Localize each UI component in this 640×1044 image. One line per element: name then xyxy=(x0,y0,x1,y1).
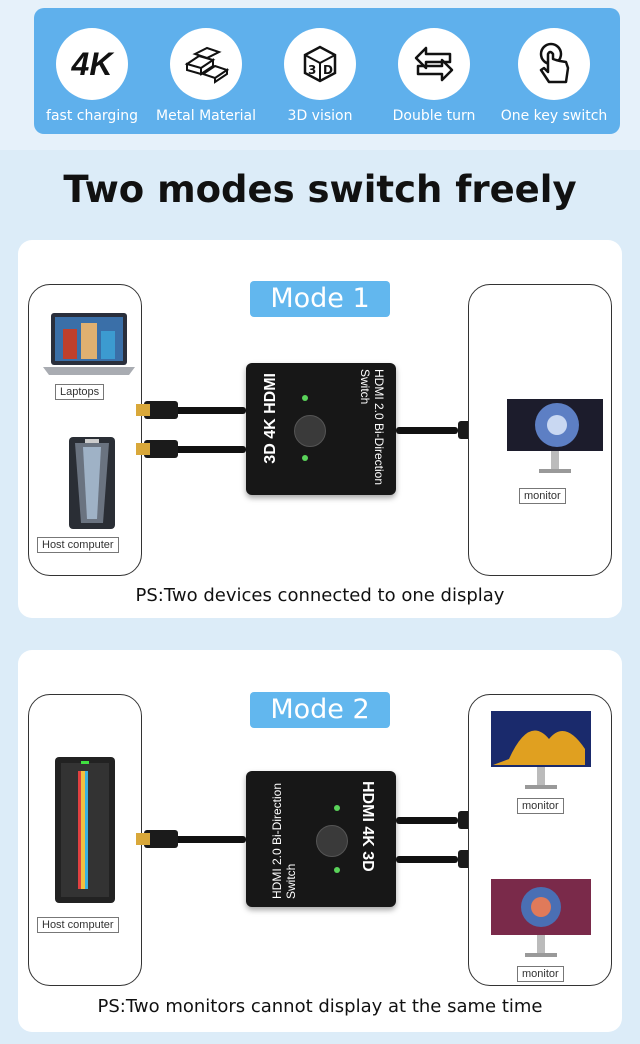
led-1 xyxy=(334,867,340,873)
mode1-card: Mode 1 Laptops Host computer HDMI 2.0 Bi… xyxy=(18,240,622,618)
feature-label: fast charging xyxy=(46,108,138,124)
mode2-card: Mode 2 Host computer HDMI 2.0 Bi-Directi… xyxy=(18,650,622,1032)
switch-button[interactable] xyxy=(294,415,326,447)
hdmi-plug-icon xyxy=(136,401,178,419)
double-arrow-icon xyxy=(398,28,470,100)
led-1 xyxy=(302,395,308,401)
cable xyxy=(168,446,246,453)
svg-text:3: 3 xyxy=(308,63,316,77)
host-computer-icon xyxy=(69,437,115,529)
switch-text: HDMI 2.0 Bi-Direction Switch xyxy=(358,369,386,486)
feature-label: Metal Material xyxy=(156,108,256,124)
mode1-title: Mode 1 xyxy=(250,281,390,317)
displays-box: monitor monitor xyxy=(468,694,612,986)
hdmi-switch: HDMI 2.0 Bi-Direction Switch HDMI 4K 3D xyxy=(246,771,396,907)
metal-bars-icon xyxy=(170,28,242,100)
monitor-1-label: monitor xyxy=(517,798,564,814)
monitor-icon xyxy=(491,879,591,957)
laptop-icon xyxy=(43,313,135,375)
3d-4k-hdmi-logo: 3D 4K HDMI xyxy=(262,373,279,464)
source-device-box: Host computer xyxy=(28,694,142,986)
feature-label: 3D vision xyxy=(287,108,353,124)
mode1-caption: PS:Two devices connected to one display xyxy=(135,585,505,606)
hdmi-plug-icon xyxy=(136,830,178,848)
headline: Two modes switch freely xyxy=(63,168,577,211)
led-2 xyxy=(302,455,308,461)
monitor-2-label: monitor xyxy=(517,966,564,982)
feature-one-key: One key switch xyxy=(496,28,612,124)
switch-text: HDMI 2.0 Bi-Direction Switch xyxy=(270,782,298,899)
cable xyxy=(396,427,458,434)
laptops-label: Laptops xyxy=(55,384,105,400)
monitor-icon xyxy=(507,399,603,473)
monitor-icon xyxy=(491,711,591,789)
switch-button[interactable] xyxy=(316,825,348,857)
cable xyxy=(168,407,246,414)
hdmi-switch: HDMI 2.0 Bi-Direction Switch 3D 4K HDMI xyxy=(246,363,396,495)
host-computer-label: Host computer xyxy=(37,917,119,933)
feature-double-turn: Double turn xyxy=(376,28,492,124)
svg-text:D: D xyxy=(323,63,333,77)
feature-metal: Metal Material xyxy=(148,28,264,124)
led-2 xyxy=(334,805,340,811)
3d-4k-hdmi-logo: HDMI 4K 3D xyxy=(359,781,376,872)
source-devices-box: Laptops Host computer xyxy=(28,284,142,576)
4k-icon: 4K xyxy=(56,28,128,100)
feature-label: Double turn xyxy=(392,108,476,124)
hdmi-plug-icon xyxy=(136,440,178,458)
feature-4k: 4K fast charging xyxy=(34,28,150,124)
host-computer-label: Host computer xyxy=(37,537,119,553)
feature-label: One key switch xyxy=(500,108,608,124)
cable xyxy=(396,856,458,863)
hand-touch-icon xyxy=(518,28,590,100)
monitor-label: monitor xyxy=(519,488,566,504)
display-box: monitor xyxy=(468,284,612,576)
cable xyxy=(168,836,246,843)
host-computer-icon xyxy=(55,757,115,903)
mode2-title: Mode 2 xyxy=(250,692,390,728)
cable xyxy=(396,817,458,824)
mode2-caption: PS:Two monitors cannot display at the sa… xyxy=(97,996,543,1017)
